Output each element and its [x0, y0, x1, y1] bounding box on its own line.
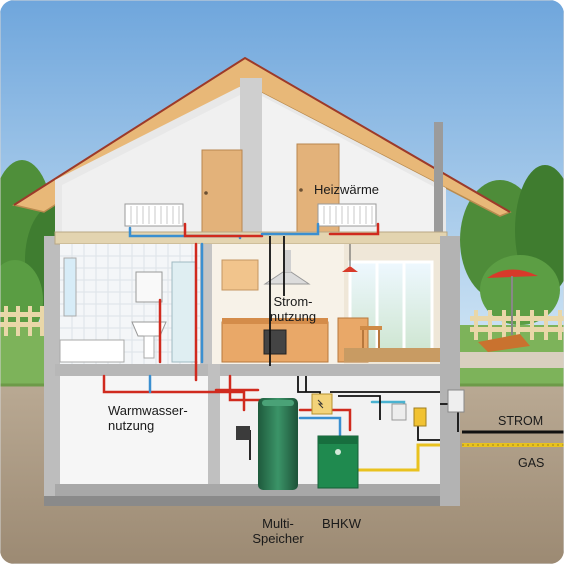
terrace — [455, 352, 564, 368]
bathroom-window — [63, 257, 77, 317]
garden-fence-left — [0, 306, 60, 336]
attic-divider — [240, 78, 262, 236]
label-bhkw: BHKW — [322, 516, 361, 531]
electric-meter-box — [311, 393, 333, 415]
label-multispeicher: Multi- Speicher — [252, 516, 304, 546]
label-gas: GAS — [518, 456, 545, 470]
bathtub — [59, 339, 125, 363]
wall-box-yellow — [413, 407, 427, 427]
radiator-attic-right — [317, 203, 377, 227]
shower-cabin — [171, 261, 197, 363]
gas-meter — [447, 389, 465, 413]
cellar-divider — [208, 364, 220, 494]
house-foundation — [44, 496, 460, 506]
cellar-floor — [55, 484, 447, 498]
gas-pipe-indoor — [356, 443, 440, 472]
chimney — [434, 122, 443, 240]
house-outer-wall-right — [440, 236, 460, 506]
living-floor — [344, 348, 440, 362]
upper-floor-slab — [54, 231, 448, 245]
small-control-box — [236, 426, 250, 440]
bhkw-unit — [317, 435, 359, 489]
label-warmwassernutzung: Warmwasser- nutzung — [108, 403, 188, 433]
wall-box-right — [391, 403, 407, 421]
oven — [263, 329, 287, 355]
multi-speicher-tank — [258, 398, 298, 490]
label-heizwaerme: Heizwärme — [314, 182, 380, 197]
door-attic-left — [201, 149, 243, 237]
heating-pipes — [102, 222, 406, 438]
attic-left — [62, 95, 240, 236]
parasol-and-lounger — [478, 269, 538, 352]
garden-fence-right — [470, 310, 564, 340]
mirror-cabinet — [135, 271, 163, 303]
ground-floor-slab — [55, 364, 447, 376]
pendant-lamp — [342, 244, 358, 272]
label-strom: STROM — [498, 414, 544, 428]
cellar-left — [60, 376, 208, 486]
radiator-attic-left — [124, 203, 184, 227]
kitchen-cupboard — [221, 259, 259, 291]
label-stromnutzung: Strom- nutzung — [269, 294, 317, 324]
